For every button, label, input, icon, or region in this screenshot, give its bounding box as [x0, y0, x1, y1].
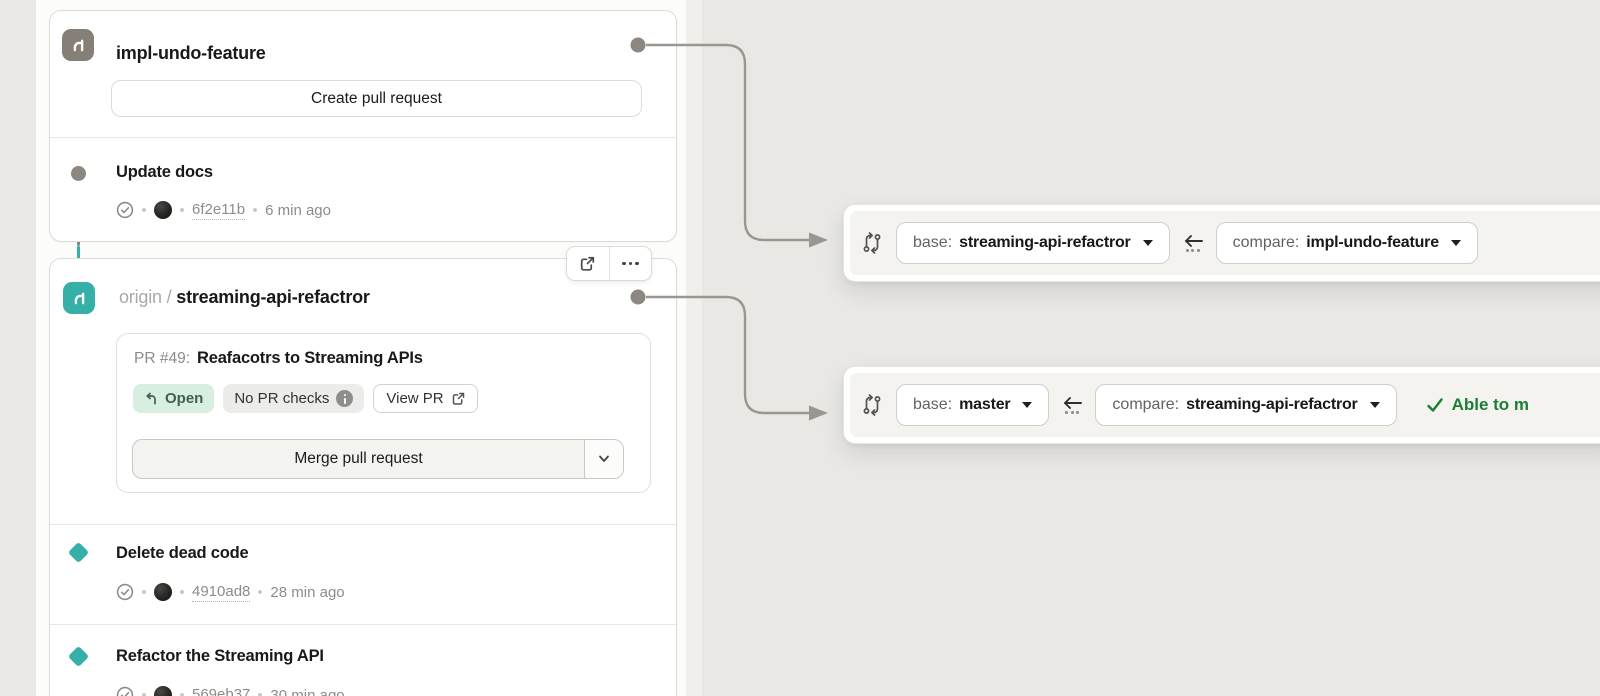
external-link-icon	[452, 392, 464, 405]
commit-time: 6 min ago	[265, 201, 331, 219]
arrowhead-icon	[809, 232, 828, 248]
separator-dot	[180, 693, 184, 696]
dropdown-caret-icon	[1142, 240, 1153, 246]
remote-separator: /	[166, 287, 172, 307]
card-divider	[50, 624, 676, 625]
toolbar-divider	[608, 247, 610, 280]
pull-request-icon	[146, 392, 156, 404]
git-compare-icon	[863, 394, 881, 416]
commit-hash-link[interactable]: 569eb37	[192, 686, 250, 696]
merge-split-button: Merge pull request	[132, 439, 624, 479]
check-circle-icon	[116, 686, 134, 696]
dropdown-caret-icon	[1450, 240, 1461, 246]
ellipsis-icon	[622, 261, 639, 266]
commit-time: 28 min ago	[270, 583, 345, 601]
commit-title: Delete dead code	[116, 544, 249, 562]
separator-dot	[258, 693, 263, 696]
pr-checks-badge: No PR checks	[223, 384, 365, 413]
swap-direction-control[interactable]	[1183, 234, 1203, 252]
compare-bar-1: base: streaming-api-refactror compare: i…	[843, 204, 1600, 282]
compare-bar-2: base: master compare: streaming-api-refa…	[843, 366, 1600, 444]
check-circle-icon	[116, 583, 134, 601]
avatar	[154, 686, 172, 696]
separator-dot	[180, 590, 184, 594]
open-external-button[interactable]	[567, 247, 609, 280]
dropdown-caret-icon	[1369, 402, 1380, 408]
pr-title: Reafacotrs to Streaming APIs	[197, 349, 423, 367]
create-pull-request-button[interactable]: Create pull request	[111, 80, 642, 117]
dropdown-caret-icon	[1022, 402, 1033, 408]
commit-meta-row: 569eb37 30 min ago	[116, 686, 345, 696]
pr-badge-row: Open No PR checks View PR	[133, 384, 478, 413]
commit-title: Update docs	[116, 163, 213, 181]
lane-edge	[686, 0, 702, 696]
card-divider	[50, 137, 676, 138]
left-arrow-icon	[1064, 397, 1083, 409]
remote-name: origin	[119, 287, 162, 307]
commit-hash-link[interactable]: 6f2e11b	[192, 200, 246, 220]
commit-time: 30 min ago	[270, 686, 345, 696]
branch-name: impl-undo-feature	[116, 43, 266, 63]
commit-hash-link[interactable]: 4910ad8	[192, 582, 251, 602]
view-pr-button[interactable]: View PR	[373, 384, 478, 413]
chevron-down-icon	[599, 455, 609, 462]
separator-dot	[180, 208, 184, 212]
compare-branch-dropdown[interactable]: compare: impl-undo-feature	[1215, 222, 1478, 264]
branch-name: streaming-api-refactror	[176, 287, 370, 307]
pr-status-badge: Open	[133, 384, 215, 413]
compare-branch-dropdown[interactable]: compare: streaming-api-refactror	[1095, 384, 1397, 426]
pr-heading: PR #49: Reafacotrs to Streaming APIs	[134, 349, 423, 368]
merge-options-button[interactable]	[584, 440, 623, 478]
avatar	[154, 201, 172, 219]
swap-direction-control[interactable]	[1062, 396, 1083, 414]
check-circle-icon	[116, 201, 134, 219]
more-options-button[interactable]	[610, 247, 652, 280]
separator-dot	[253, 208, 258, 212]
base-branch-dropdown[interactable]: base: master	[896, 384, 1050, 426]
separator-dot	[142, 590, 146, 594]
info-icon[interactable]	[336, 390, 354, 407]
arrowhead-icon	[809, 405, 828, 421]
remote-branch-card: origin / streaming-api-refactror PR #49:…	[49, 258, 677, 696]
left-arrow-icon	[1184, 235, 1203, 247]
separator-dot	[142, 208, 146, 212]
base-branch-dropdown[interactable]: base: streaming-api-refactror	[896, 222, 1170, 264]
separator-dot	[258, 590, 263, 594]
external-link-icon	[581, 256, 595, 271]
card-divider	[50, 524, 676, 525]
merge-status: Able to m	[1426, 395, 1529, 415]
branch-icon	[63, 282, 95, 314]
branch-icon	[62, 29, 94, 61]
commit-title: Refactor the Streaming API	[116, 647, 324, 665]
separator-dot	[142, 693, 146, 696]
swap-dots-icon	[1065, 411, 1080, 414]
merge-pull-request-button[interactable]: Merge pull request	[294, 450, 423, 467]
git-compare-icon	[863, 232, 881, 254]
commit-meta-row: 4910ad8 28 min ago	[116, 582, 345, 602]
avatar	[154, 583, 172, 601]
commit-dot-marker	[71, 166, 86, 181]
swap-dots-icon	[1185, 249, 1200, 252]
local-branch-card: impl-undo-feature Create pull request Up…	[49, 10, 677, 242]
pr-number-label: PR #49:	[134, 350, 191, 367]
success-check-icon	[1426, 398, 1443, 412]
remote-branch-name: origin / streaming-api-refactror	[119, 287, 370, 308]
pull-request-card: PR #49: Reafacotrs to Streaming APIs Ope…	[116, 333, 651, 493]
branch-card-toolbar	[566, 246, 652, 281]
commit-meta-row: 6f2e11b 6 min ago	[116, 200, 331, 220]
